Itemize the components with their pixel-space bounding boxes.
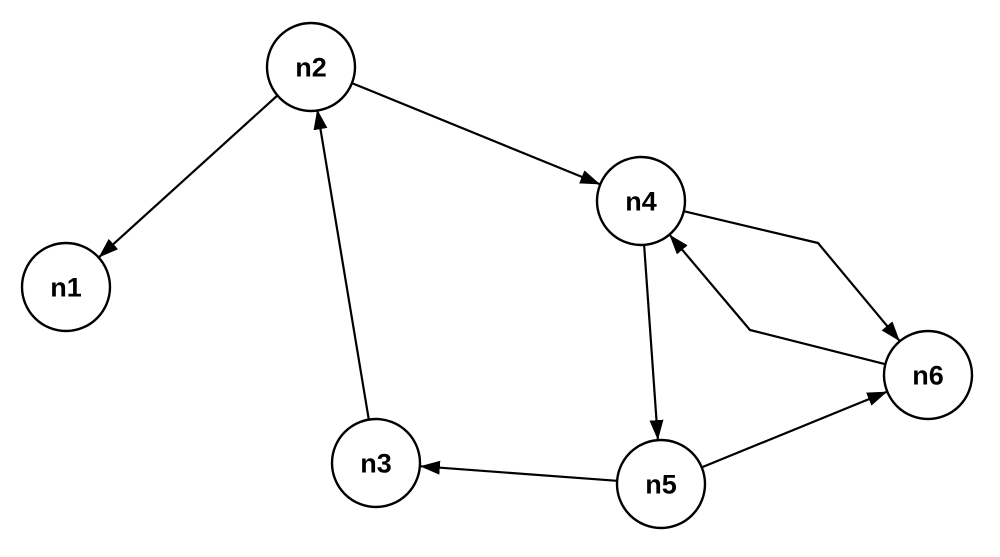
node-circle-n3 [330,417,422,509]
node-n2[interactable]: n2 [265,21,357,113]
edge-n5-n3[interactable] [419,460,618,482]
edge-n2-n4[interactable] [350,81,601,186]
edge-n6-n4[interactable] [668,233,886,366]
node-n5[interactable]: n5 [615,438,707,530]
node-circle-n6 [882,329,974,421]
node-circle-n1 [20,241,112,333]
node-circle-n5 [615,438,707,530]
node-n1[interactable]: n1 [20,241,112,333]
edge-n4-n6[interactable] [683,210,901,342]
nodes-layer: n1 n2 n3 n4 n5 n6 [20,21,974,530]
node-n6[interactable]: n6 [882,329,974,421]
edges-layer [97,81,901,482]
edge-n2-n1[interactable] [97,94,279,259]
node-label-n3: n3 [360,449,392,479]
node-label-n2: n2 [295,53,327,83]
edge-n5-n6[interactable] [701,390,888,469]
node-label-n6: n6 [912,361,944,391]
node-circle-n2 [265,21,357,113]
node-label-n5: n5 [645,470,677,500]
node-n3[interactable]: n3 [330,417,422,509]
edge-n4-n5[interactable] [643,244,664,441]
node-circle-n4 [595,155,687,247]
edge-n3-n2[interactable] [313,109,370,420]
node-n4[interactable]: n4 [595,155,687,247]
node-label-n1: n1 [50,273,82,303]
node-label-n4: n4 [625,187,657,217]
